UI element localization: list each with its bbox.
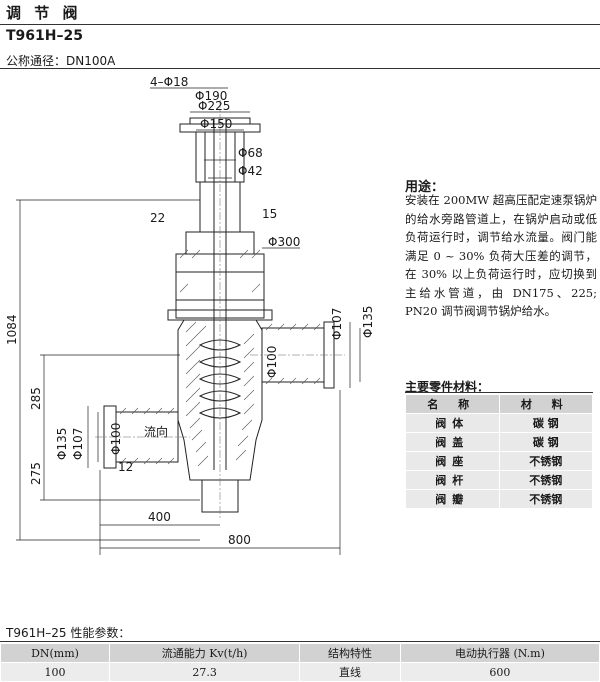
header-divider bbox=[0, 68, 600, 69]
dim-h12: 12 bbox=[118, 460, 133, 474]
part-name: 阀瓣 bbox=[405, 489, 500, 509]
cell-actuator: 600 bbox=[399, 662, 600, 682]
dim-h15: 15 bbox=[262, 207, 277, 221]
usage-text: 安装在 200MW 超高压配定速泵锅炉的给水旁路管道上，在锅炉启动或低负荷运行时… bbox=[405, 193, 597, 318]
nominal-label: 公称通径： bbox=[6, 54, 67, 68]
dim-d107-right: Φ107 bbox=[330, 308, 344, 340]
cell-characteristic: 直线 bbox=[299, 662, 401, 682]
materials-col-material: 材 料 bbox=[498, 394, 593, 414]
table-row: 阀杆不锈钢 bbox=[405, 470, 593, 490]
part-material: 不锈钢 bbox=[498, 489, 593, 509]
part-material: 碳 钢 bbox=[498, 413, 593, 433]
table-row: 阀盖碳 钢 bbox=[405, 432, 593, 452]
part-name: 阀座 bbox=[405, 451, 500, 471]
table-row: 阀座不锈钢 bbox=[405, 451, 593, 471]
cell-dn: 100 bbox=[0, 662, 111, 682]
flow-direction-label: 流向 bbox=[144, 424, 168, 439]
dim-d68: Φ68 bbox=[238, 146, 263, 160]
col-dn: DN(mm) bbox=[0, 643, 111, 663]
part-name: 阀杆 bbox=[405, 470, 500, 490]
dim-h275: 275 bbox=[29, 462, 43, 485]
usage-heading: 用途： bbox=[405, 180, 445, 195]
dim-d42: Φ42 bbox=[238, 164, 263, 178]
dim-d150: Φ150 bbox=[200, 117, 232, 131]
nominal-value: DN100A bbox=[66, 54, 116, 68]
performance-header-row: DN(mm) 流通能力 Kv(t/h) 结构特性 电动执行器 (N.m) bbox=[0, 643, 600, 663]
col-kv: 流通能力 Kv(t/h) bbox=[109, 643, 301, 663]
dim-h1084: 1084 bbox=[5, 314, 19, 345]
table-row: 阀瓣不锈钢 bbox=[405, 489, 593, 509]
table-row: 100 27.3 直线 600 bbox=[0, 662, 600, 682]
dim-h22: 22 bbox=[150, 211, 165, 225]
dim-w400: 400 bbox=[148, 510, 171, 524]
dim-d135-right: Φ135 bbox=[361, 306, 375, 338]
dim-d225: Φ225 bbox=[198, 99, 230, 113]
part-material: 不锈钢 bbox=[498, 451, 593, 471]
dim-d107-left: Φ107 bbox=[71, 428, 85, 460]
materials-heading: 主要零件材料： bbox=[405, 380, 490, 394]
title-divider bbox=[0, 24, 600, 25]
dim-d135-left: Φ135 bbox=[55, 428, 69, 460]
table-row: 阀体碳 钢 bbox=[405, 413, 593, 433]
materials-divider bbox=[405, 392, 593, 393]
dim-d190: Φ190 bbox=[195, 89, 227, 103]
part-name: 阀体 bbox=[405, 413, 500, 433]
performance-divider bbox=[0, 641, 600, 642]
performance-table: DN(mm) 流通能力 Kv(t/h) 结构特性 电动执行器 (N.m) 100… bbox=[0, 643, 600, 682]
dim-w800: 800 bbox=[228, 533, 251, 547]
model-number: T961H–25 bbox=[6, 28, 83, 44]
materials-col-name: 名 称 bbox=[405, 394, 500, 414]
dim-d100-left: Φ100 bbox=[109, 423, 123, 455]
dim-d100-right: Φ100 bbox=[265, 346, 279, 378]
dim-d300: Φ300 bbox=[268, 235, 300, 249]
col-actuator: 电动执行器 (N.m) bbox=[399, 643, 600, 663]
part-name: 阀盖 bbox=[405, 432, 500, 452]
col-characteristic: 结构特性 bbox=[299, 643, 401, 663]
performance-heading: T961H–25 性能参数： bbox=[6, 626, 131, 640]
nominal-diameter: 公称通径：DN100A bbox=[6, 52, 115, 69]
dim-bolt-holes: 4–Φ18 bbox=[150, 75, 188, 89]
valve-drawing: 4–Φ18 Φ190 Φ225 Φ150 Φ68 Φ42 15 22 Φ300 … bbox=[5, 75, 375, 555]
part-material: 碳 钢 bbox=[498, 432, 593, 452]
dim-h285: 285 bbox=[29, 387, 43, 410]
page-title: 调 节 阀 bbox=[6, 4, 82, 22]
part-material: 不锈钢 bbox=[498, 470, 593, 490]
materials-header-row: 名 称 材 料 bbox=[405, 394, 593, 414]
cell-kv: 27.3 bbox=[109, 662, 301, 682]
materials-table: 名 称 材 料 阀体碳 钢 阀盖碳 钢 阀座不锈钢 阀杆不锈钢 阀瓣不锈钢 bbox=[405, 394, 593, 509]
